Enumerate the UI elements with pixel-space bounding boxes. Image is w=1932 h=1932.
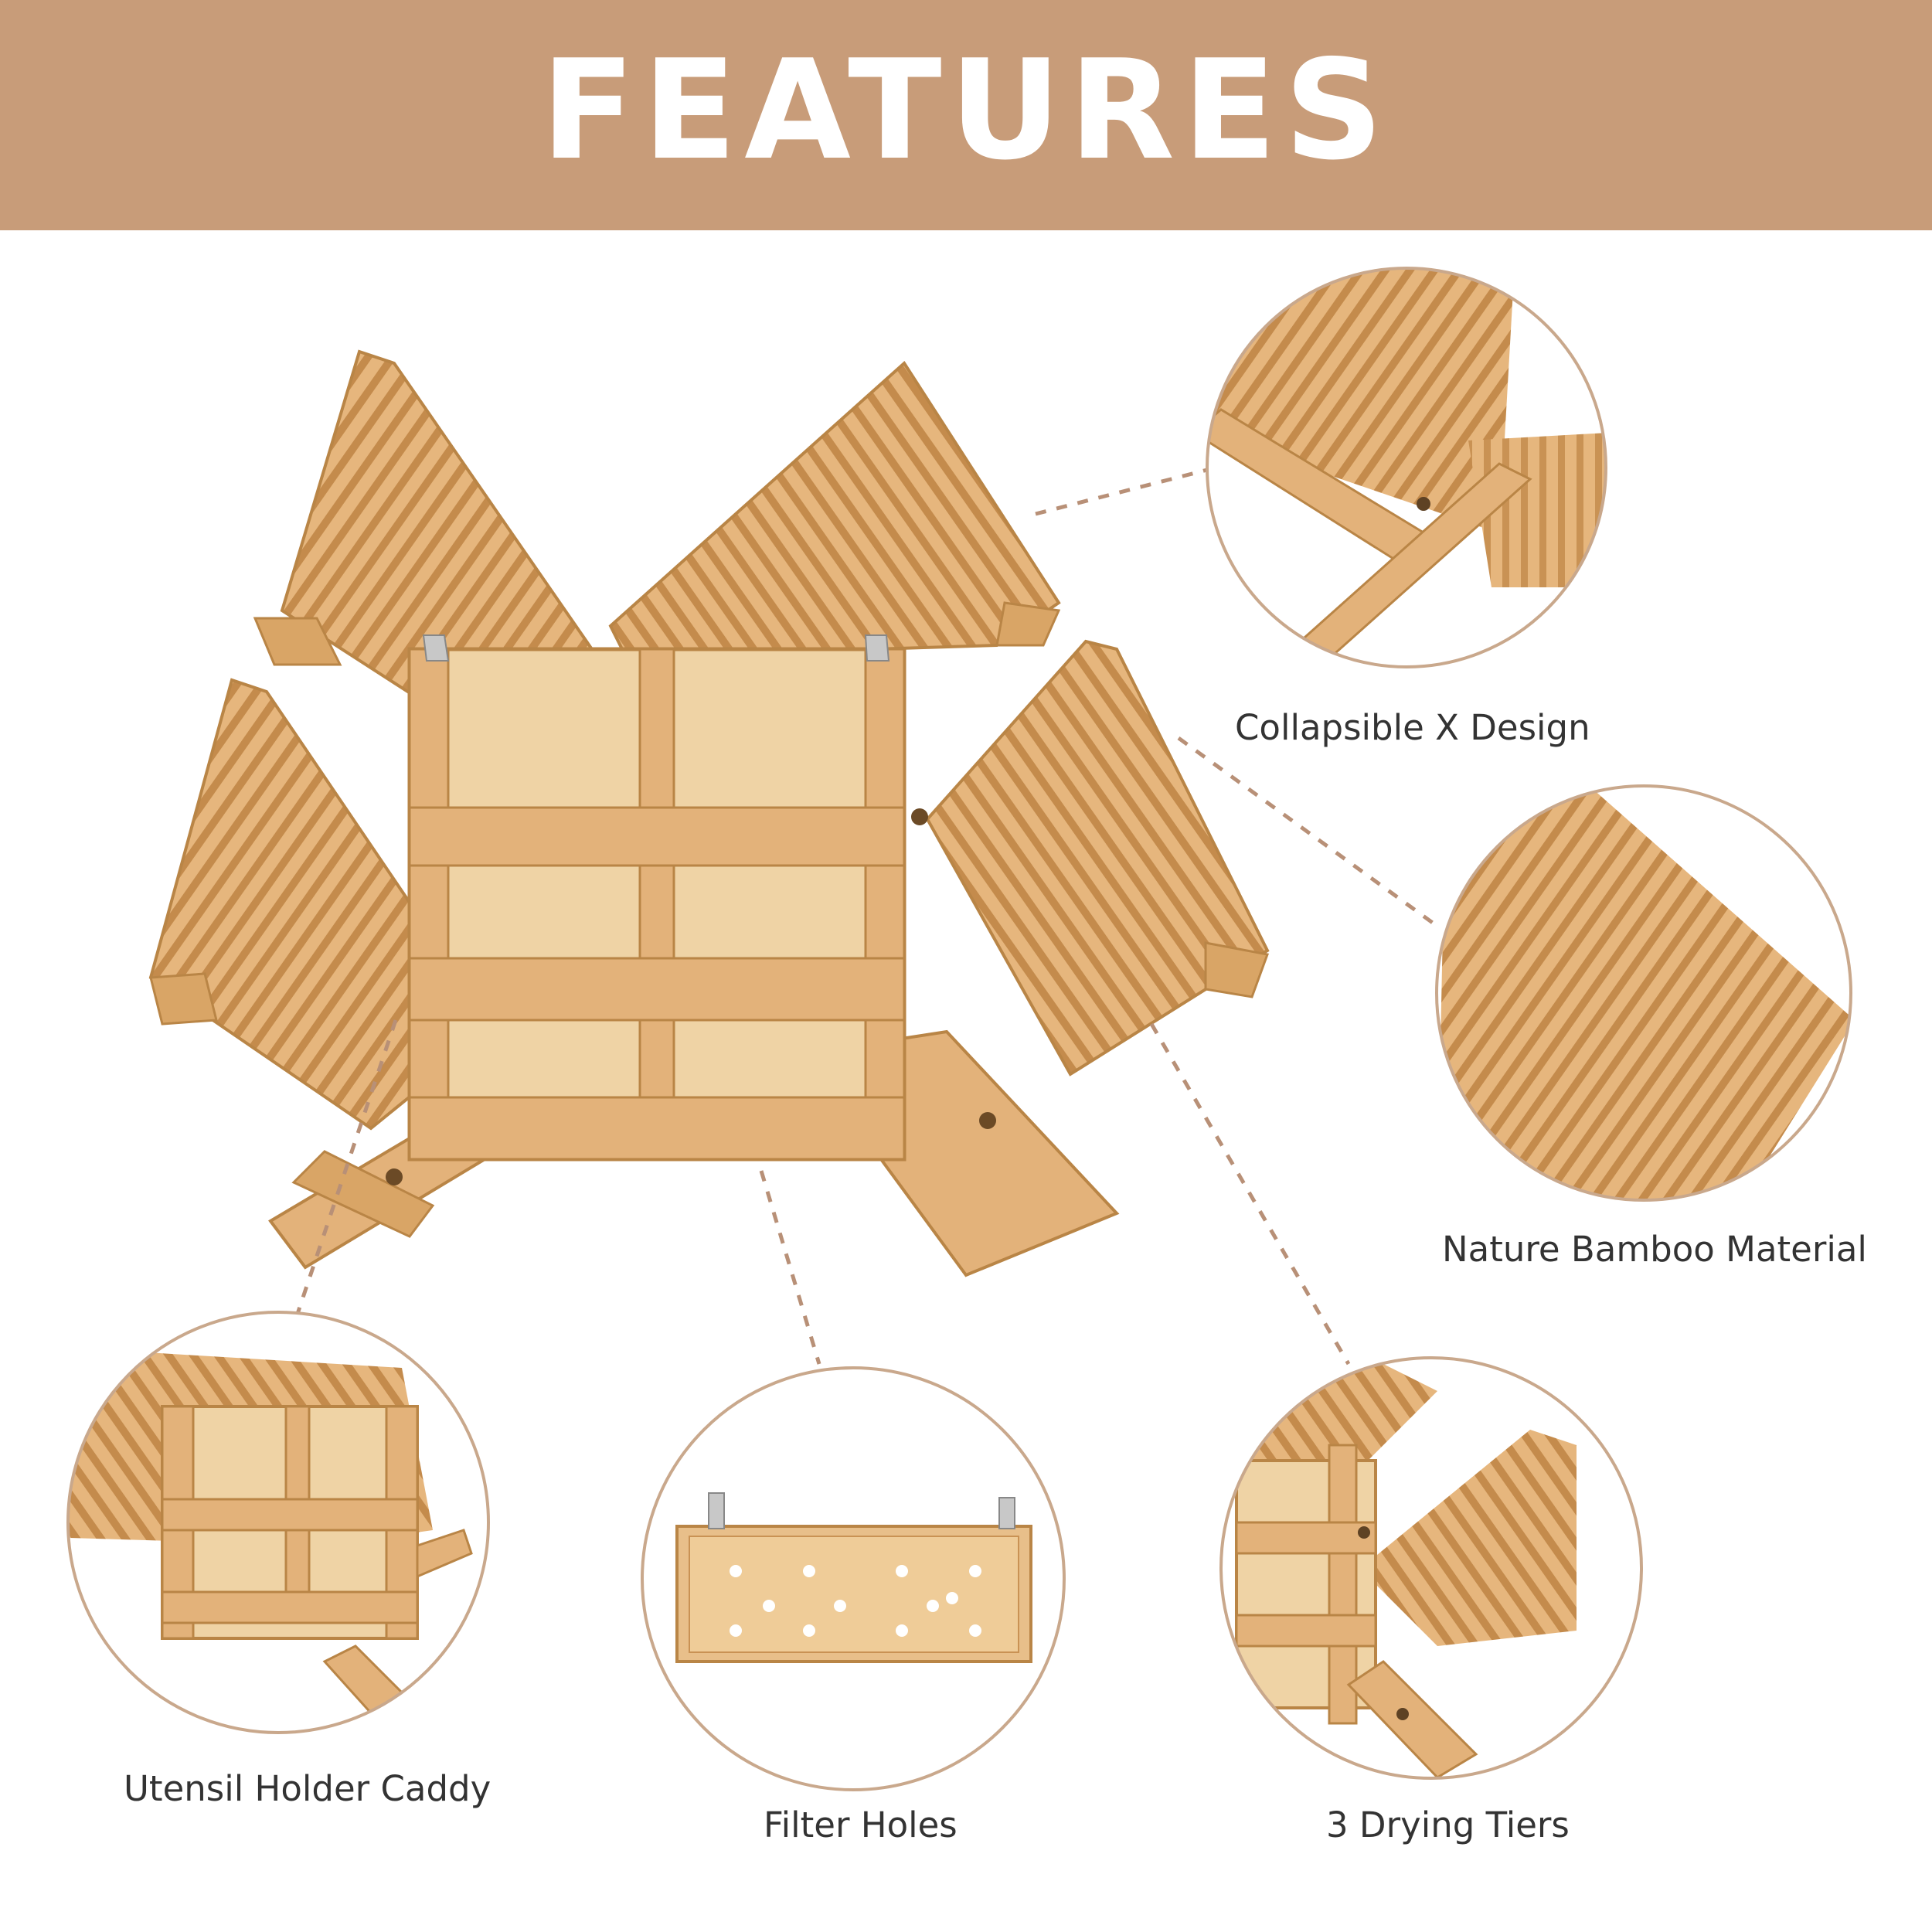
label-collapsible-x-design: Collapsible X Design: [1235, 707, 1590, 748]
utensil-caddy: [407, 634, 906, 1162]
detail-circle-bamboo: [1435, 784, 1852, 1202]
dish-rack-main: [148, 349, 1270, 1277]
features-banner: FEATURES: [0, 0, 1932, 230]
filter-holes-dots: [730, 1565, 981, 1637]
features-title: FEATURES: [541, 30, 1391, 190]
label-drying-tiers: 3 Drying Tiers: [1326, 1804, 1570, 1845]
connector-lines: [295, 468, 1440, 1366]
detail-circle-tiers: [1219, 1356, 1643, 1780]
label-nature-bamboo-material: Nature Bamboo Material: [1442, 1229, 1867, 1270]
rack-mid-right: [925, 639, 1270, 1077]
detail-circle-utensil: [66, 1311, 490, 1734]
label-filter-holes: Filter Holes: [764, 1804, 957, 1845]
rack-upper-right: [608, 360, 1061, 659]
label-utensil-holder-caddy: Utensil Holder Caddy: [124, 1768, 492, 1809]
detail-circle-collapsible: [1206, 267, 1607, 668]
detail-circle-filter: [641, 1366, 1066, 1791]
